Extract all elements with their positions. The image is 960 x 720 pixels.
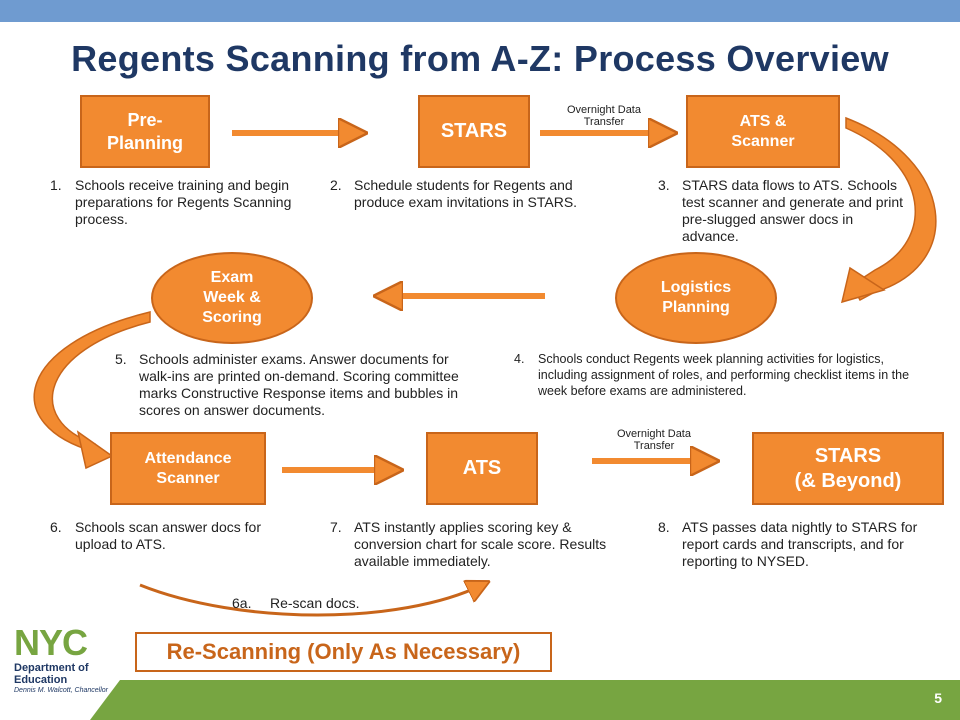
curve-ats-to-logistics <box>845 116 937 302</box>
node-ats-scanner: ATS & Scanner <box>686 95 840 168</box>
step-3: 3. STARS data flows to ATS. Schools test… <box>658 177 908 245</box>
node-stars-beyond: STARS (& Beyond) <box>752 432 944 505</box>
logo-chancellor: Dennis M. Walcott, Chancellor <box>14 687 109 694</box>
step-number: 4. <box>514 352 525 366</box>
step-7: 7. ATS instantly applies scoring key & c… <box>330 519 615 570</box>
page-number: 5 <box>934 690 942 706</box>
step-number: 5. <box>115 351 127 367</box>
slide-title: Regents Scanning from A-Z: Process Overv… <box>71 38 889 79</box>
step-text: Schools scan answer docs for upload to A… <box>75 519 261 552</box>
step-text: Schools receive training and begin prepa… <box>75 177 292 227</box>
logo-department: Department of Education <box>14 662 89 686</box>
step-2: 2. Schedule students for Regents and pro… <box>330 177 615 211</box>
node-logistics-planning: Logistics Planning <box>615 252 777 344</box>
step-6a: 6a. Re-scan docs. <box>232 595 392 612</box>
logo-letters: NYC <box>14 622 88 663</box>
step-1: 1. Schools receive training and begin pr… <box>50 177 300 228</box>
node-stars: STARS <box>418 95 530 168</box>
node-ats: ATS <box>426 432 538 505</box>
nyc-doe-logo: NYC Department of Education Dennis M. Wa… <box>14 622 132 706</box>
step-number: 6. <box>50 519 62 535</box>
step-number: 6a. <box>232 595 252 611</box>
step-text: STARS data flows to ATS. Schools test sc… <box>682 177 904 244</box>
step-text: Schedule students for Regents and produc… <box>354 177 578 210</box>
node-exam-week-scoring: Exam Week & Scoring <box>151 252 313 344</box>
label-overnight-transfer-top: Overnight Data Transfer <box>567 104 641 128</box>
footer-bar <box>90 680 960 720</box>
step-number: 3. <box>658 177 670 193</box>
node-attendance-scanner: Attendance Scanner <box>110 432 266 505</box>
step-text: Re-scan docs. <box>270 595 360 611</box>
label-overnight-transfer-bottom: Overnight Data Transfer <box>617 428 691 452</box>
step-5: 5. Schools administer exams. Answer docu… <box>115 351 480 419</box>
step-number: 2. <box>330 177 342 193</box>
arc-rescan <box>139 585 482 617</box>
step-number: 1. <box>50 177 62 193</box>
step-text: ATS passes data nightly to STARS for rep… <box>682 519 918 569</box>
step-text: ATS instantly applies scoring key & conv… <box>354 519 607 569</box>
step-8: 8. ATS passes data nightly to STARS for … <box>658 519 938 570</box>
step-number: 8. <box>658 519 670 535</box>
rescanning-label: Re-Scanning (Only As Necessary) <box>135 632 552 672</box>
step-6: 6. Schools scan answer docs for upload t… <box>50 519 280 553</box>
step-4: 4. Schools conduct Regents week planning… <box>514 351 924 399</box>
top-accent-bar <box>0 0 960 22</box>
node-pre-planning: Pre- Planning <box>80 95 210 168</box>
step-number: 7. <box>330 519 342 535</box>
step-text: Schools conduct Regents week planning ac… <box>538 352 910 398</box>
step-text: Schools administer exams. Answer documen… <box>139 351 459 418</box>
